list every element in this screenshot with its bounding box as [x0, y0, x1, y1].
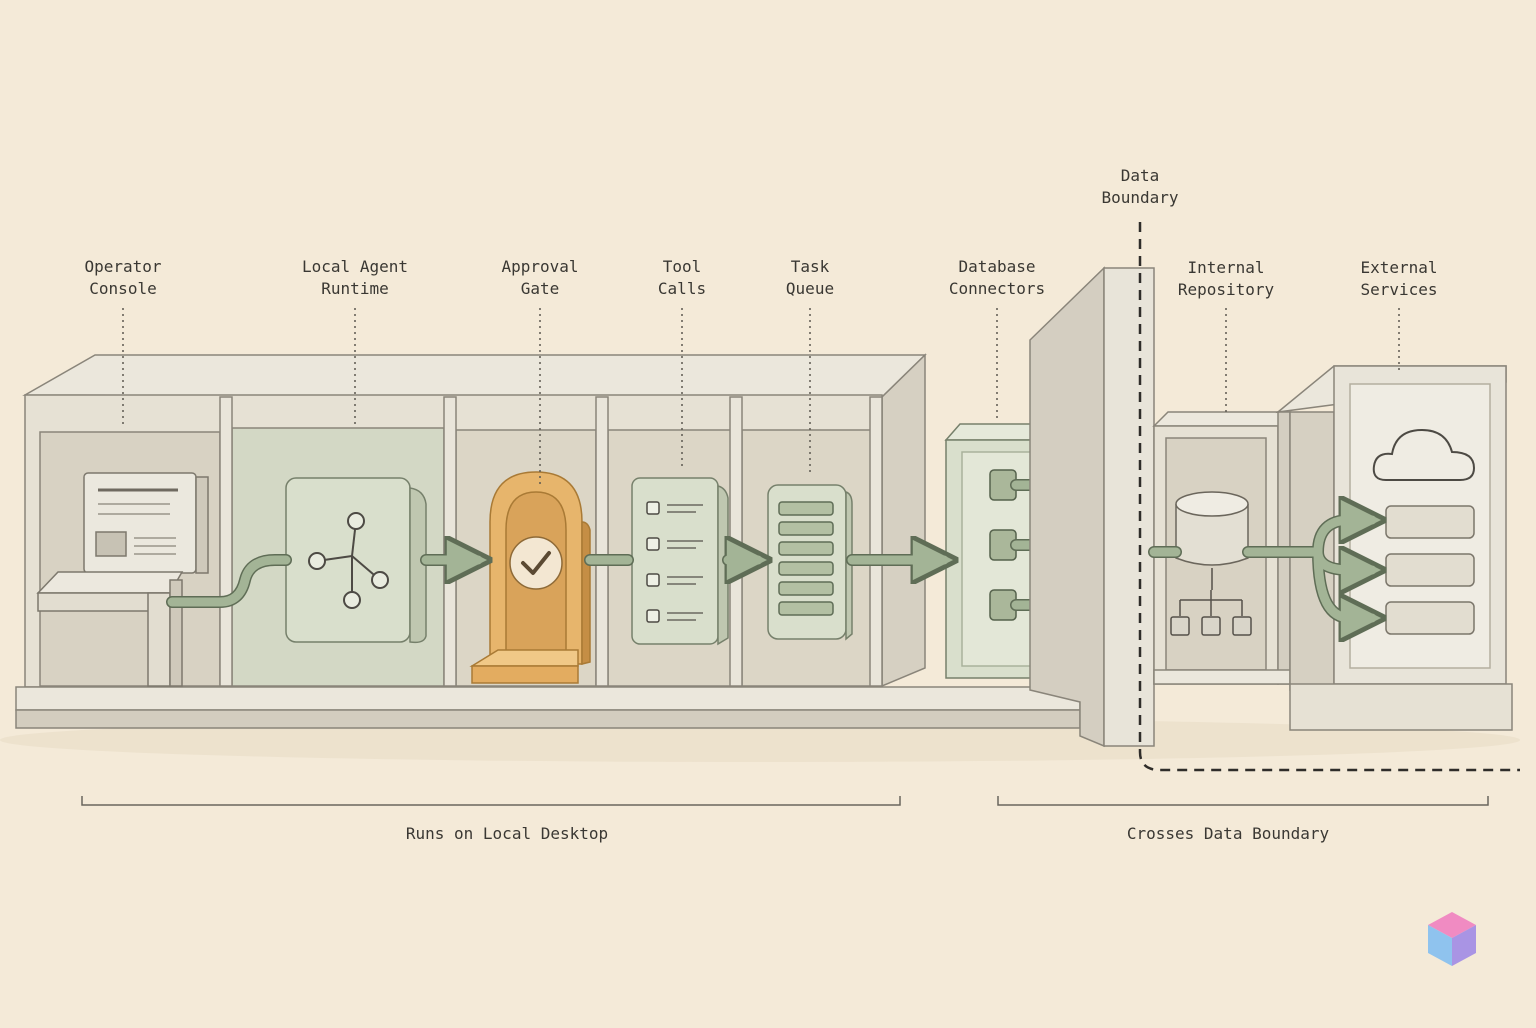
cube-logo-icon: [1428, 912, 1476, 966]
task-queue-stack: [768, 485, 852, 639]
service-slots: [1386, 506, 1474, 634]
checkmark-icon: [510, 537, 562, 589]
section-label-local-desktop: Runs on Local Desktop: [406, 823, 608, 845]
tool-calls-list: [632, 478, 728, 644]
section-brackets: [82, 796, 1488, 805]
data-boundary-wall: [1030, 268, 1154, 746]
section-label-crosses-boundary: Crosses Data Boundary: [1127, 823, 1329, 845]
local-agent-runtime-module: [286, 478, 426, 642]
database-cylinder-icon: [1176, 492, 1248, 565]
